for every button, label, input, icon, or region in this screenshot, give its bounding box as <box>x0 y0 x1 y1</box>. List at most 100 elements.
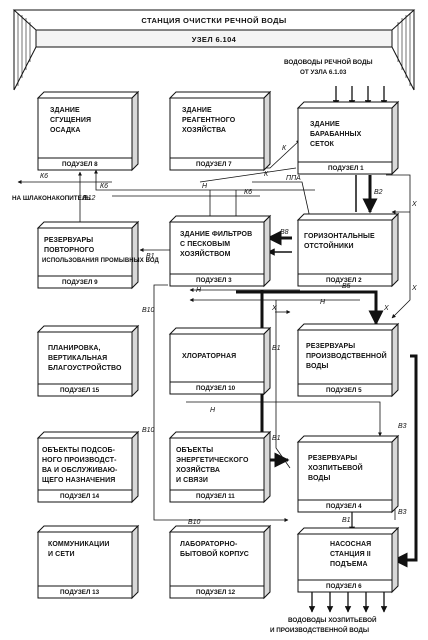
box-7-title: ХОЗЯЙСТВА <box>182 125 226 134</box>
box-15 <box>36 324 140 398</box>
box-6-title: ПОДЪЕМА <box>330 561 368 568</box>
box-13 <box>36 524 140 600</box>
box-11-title: И СВЯЗИ <box>176 477 208 484</box>
box-6 <box>296 526 400 594</box>
edge-label-x: Х <box>383 305 389 312</box>
box-15-title: ВЕРТИКАЛЬНАЯ <box>48 355 107 362</box>
box-2-title: ГОРИЗОНТАЛЬНЫЕ <box>304 233 375 240</box>
box-9 <box>36 220 140 290</box>
edge-label-b3: В3 <box>398 509 407 516</box>
box-2-node: ПОДУЗЕЛ 2 <box>326 277 362 284</box>
edge-label-b8: В8 <box>280 229 289 236</box>
box-13-title: И СЕТИ <box>48 551 75 558</box>
box-11-title: ЭНЕРГЕТИЧЕСКОГО <box>176 457 249 464</box>
box-8-title: ЗДАНИЕ <box>50 107 80 114</box>
edge-label-b10: В10 <box>142 427 155 434</box>
k6-line <box>94 169 315 191</box>
box-1-title: ЗДАНИЕ <box>310 121 340 128</box>
box-11-node: ПОДУЗЕЛ 11 <box>196 493 235 500</box>
h-line <box>186 401 382 437</box>
box-14-title: ОБЪЕКТЫ ПОДСОБ- <box>42 447 116 454</box>
edge-label-b1: В1 <box>272 345 281 352</box>
box-12-title: БЫТОВОЙ КОРПУС <box>180 549 249 558</box>
ppa-line <box>252 181 312 219</box>
box-5 <box>296 322 400 398</box>
b10-line <box>153 284 289 522</box>
box-5-title: РЕЗЕРВУАРЫ <box>306 343 355 350</box>
edge-label-k6: К6 <box>40 173 48 180</box>
station-title: СТАНЦИЯ ОЧИСТКИ РЕЧНОЙ ВОДЫ <box>141 16 286 25</box>
box-1-title: БАРАБАННЫХ <box>310 131 362 138</box>
box-6-title: НАСОСНАЯ <box>330 541 371 548</box>
box-12 <box>168 524 272 600</box>
edge-label-b5: В5 <box>342 283 351 290</box>
k-line <box>199 167 297 183</box>
edge-label-h: Н <box>202 183 208 190</box>
edge-label-b1: В1 <box>342 517 351 524</box>
edge-label-h: Н <box>196 287 202 294</box>
notes: ВОДОВОДЫ РЕЧНОЙ ВОДЫ ОТ УЗЛА 6.1.03 НА Ш… <box>12 57 377 634</box>
boxes <box>36 90 400 600</box>
box-9-title: РЕЗЕРВУАРЫ <box>44 237 93 244</box>
box-6-title: СТАНЦИЯ II <box>330 551 371 558</box>
box-10-title: ХЛОРАТОРНАЯ <box>182 353 236 360</box>
edge-label-k6: К6 <box>100 183 108 190</box>
box-2 <box>296 212 400 288</box>
edge-label-b3: В3 <box>398 423 407 430</box>
box-14-title: ЩЕГО НАЗНАЧЕНИЯ <box>42 477 115 484</box>
box-8 <box>36 90 140 172</box>
box-3-title: С ПЕСКОВЫМ <box>180 241 230 248</box>
edge-label-b10: В10 <box>188 519 201 526</box>
box-3 <box>168 214 272 288</box>
x-line <box>386 174 411 319</box>
box-labels: ЗДАНИЕ СГУЩЕНИЯ ОСАДКА ПОДУЗЕЛ 8 ЗДАНИЕ … <box>42 107 387 596</box>
station-node-label: УЗЕЛ 6.104 <box>192 35 237 44</box>
box-10 <box>168 326 272 396</box>
final-output-note: ВОДОВОДЫ ХОЗПИТЬЕВОЙ <box>288 615 377 624</box>
box-15-title: ПЛАНИРОВКА, <box>48 345 101 352</box>
station-frame <box>12 9 416 91</box>
box-1 <box>296 100 400 176</box>
box-8-title: СГУЩЕНИЯ <box>50 117 91 124</box>
box-1-title: СЕТОК <box>310 141 335 148</box>
box-8-title: ОСАДКА <box>50 127 81 134</box>
edge-label-x: Х <box>271 305 277 312</box>
edge-label-x: Х <box>411 285 417 292</box>
box-1-node: ПОДУЗЕЛ 1 <box>328 165 364 172</box>
edge-label-k6: К6 <box>244 189 252 196</box>
box-14-title: НОГО ПРОИЗВОДСТ- <box>42 457 117 464</box>
flow-b5-line <box>236 290 384 326</box>
sludge-output-note: НА ШЛАКОНАКОПИТЕЛЬ <box>12 195 91 202</box>
box-11-title: ХОЗЯЙСТВА <box>176 465 220 474</box>
box-11-title: ОБЪЕКТЫ <box>176 447 213 454</box>
box-9-title: ПОВТОРНОГО <box>44 247 95 254</box>
box-9-node: ПОДУЗЕЛ 9 <box>62 279 98 286</box>
edge-label-b12: В12 <box>83 195 96 202</box>
edge-label-x: Х <box>411 201 417 208</box>
box-14-node: ПОДУЗЕЛ 14 <box>60 493 100 500</box>
edge-label-b1: В1 <box>272 435 281 442</box>
edge-labels: К6 В12 К6 К6 К К ППА В2 Х Х Х Х В8 В1 В5… <box>40 145 417 526</box>
box-7-title: РЕАГЕНТНОГО <box>182 117 236 124</box>
box-5-title: ПРОИЗВОДСТВЕННОЙ <box>306 351 387 360</box>
b1-line <box>275 300 291 469</box>
box-15-node: ПОДУЗЕЛ 15 <box>60 387 100 394</box>
edge-label-k: К <box>264 171 269 178</box>
box-10-node: ПОДУЗЕЛ 10 <box>196 385 236 392</box>
box-11 <box>168 430 272 504</box>
box-7-node: ПОДУЗЕЛ 7 <box>196 161 232 168</box>
box-4-title: ХОЗПИТЬЕВОЙ <box>308 463 363 472</box>
box-9-title: ИСПОЛЬЗОВАНИЯ ПРОМЫВНЫХ ВОД <box>42 258 160 264</box>
box-2-title: ОТСТОЙНИКИ <box>304 241 354 250</box>
box-3-node: ПОДУЗЕЛ 3 <box>196 277 232 284</box>
river-input-note: ОТ УЗЛА 6.1.03 <box>300 69 347 76</box>
box-13-title: КОММУНИКАЦИИ <box>48 541 110 548</box>
box-13-node: ПОДУЗЕЛ 13 <box>60 589 100 596</box>
edge-label-h: Н <box>320 299 326 306</box>
box-4-title: ВОДЫ <box>308 475 331 482</box>
edge-label-b1: В1 <box>146 253 155 260</box>
box-4 <box>296 434 400 514</box>
box-3-title: ХОЗЯЙСТВОМ <box>180 249 231 258</box>
b3-line <box>392 354 418 568</box>
